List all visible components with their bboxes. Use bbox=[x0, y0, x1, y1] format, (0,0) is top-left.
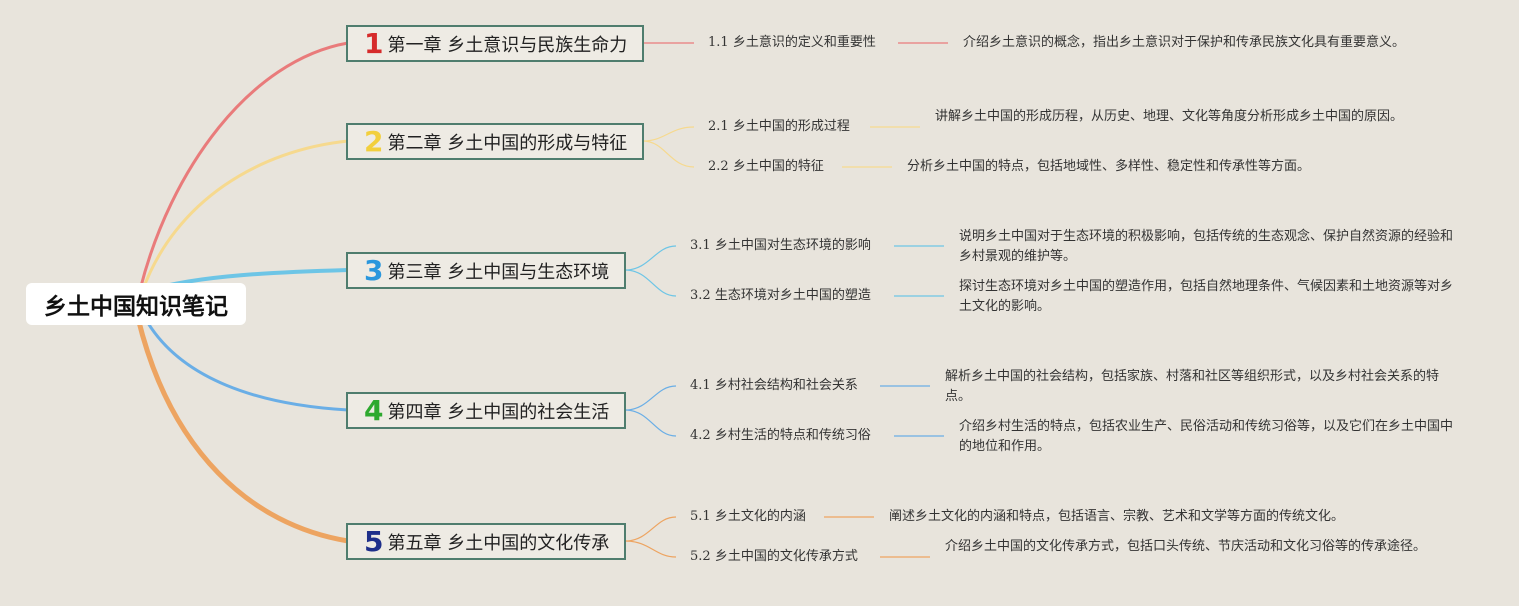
section-number: 5.1 bbox=[690, 509, 711, 524]
section-number: 3.2 bbox=[690, 288, 711, 303]
section-line-5-1 bbox=[624, 516, 677, 542]
section-number: 4.2 bbox=[690, 428, 711, 443]
chapter-title-3: 第三章 乡土中国与生态环境 bbox=[387, 261, 610, 283]
chapter-title-1: 第一章 乡土意识与民族生命力 bbox=[387, 34, 628, 56]
chapter-number-4: 4 bbox=[364, 393, 384, 427]
section-line-3-2 bbox=[624, 269, 677, 297]
section-title: 乡土文化的内涵 bbox=[714, 509, 806, 524]
section-node-3-2[interactable]: 3.2 生态环境对乡土中国的塑造 bbox=[690, 287, 871, 305]
chapter-number-5: 5 bbox=[364, 524, 384, 558]
root-title: 乡土中国知识笔记 bbox=[44, 294, 228, 320]
section-node-5-1[interactable]: 5.1 乡土文化的内涵 bbox=[690, 508, 806, 526]
section-desc-3-1: 说明乡土中国对于生态环境的积极影响，包括传统的生态观念、保护自然资源的经验和乡村… bbox=[959, 229, 1454, 264]
chapter-node-5[interactable]: 5 第五章 乡土中国的文化传承 bbox=[346, 523, 626, 560]
section-node-3-1[interactable]: 3.1 乡土中国对生态环境的影响 bbox=[690, 237, 871, 255]
section-number: 1.1 bbox=[708, 35, 729, 50]
branch-line-5 bbox=[135, 317, 349, 544]
section-line-3-1 bbox=[624, 245, 677, 271]
section-title: 乡土中国的文化传承方式 bbox=[714, 549, 858, 564]
branch-line-4 bbox=[143, 317, 349, 412]
section-number: 5.2 bbox=[690, 549, 711, 564]
section-line-2-1 bbox=[642, 126, 695, 142]
section-desc-1-1: 介绍乡土意识的概念，指出乡土意识对于保护和传承民族文化具有重要意义。 bbox=[963, 35, 1406, 50]
section-title: 乡土意识的定义和重要性 bbox=[732, 35, 876, 50]
chapter-number-3: 3 bbox=[364, 253, 384, 287]
section-desc-4-2: 介绍乡村生活的特点，包括农业生产、民俗活动和传统习俗等，以及它们在乡土中国中的地… bbox=[959, 419, 1454, 454]
chapter-title-2: 第二章 乡土中国的形成与特征 bbox=[387, 132, 628, 154]
section-title: 乡土中国的形成过程 bbox=[732, 119, 850, 134]
branch-line-1 bbox=[138, 41, 349, 291]
section-title: 乡土中国的特征 bbox=[732, 159, 824, 174]
section-number: 4.1 bbox=[690, 378, 711, 393]
section-desc-4-1: 解析乡土中国的社会结构，包括家族、村落和社区等组织形式，以及乡村社会关系的特点。 bbox=[945, 369, 1440, 404]
section-node-1-1[interactable]: 1.1 乡土意识的定义和重要性 bbox=[708, 34, 876, 52]
section-desc-5-1: 阐述乡土文化的内涵和特点，包括语言、宗教、艺术和文学等方面的传统文化。 bbox=[889, 509, 1345, 524]
branch-line-2 bbox=[140, 139, 349, 293]
chapter-node-3[interactable]: 3 第三章 乡土中国与生态环境 bbox=[346, 252, 626, 289]
section-desc-2-2: 分析乡土中国的特点，包括地域性、多样性、稳定性和传承性等方面。 bbox=[907, 159, 1311, 174]
chapter-node-2[interactable]: 2 第二章 乡土中国的形成与特征 bbox=[346, 123, 644, 160]
chapter-title-4: 第四章 乡土中国的社会生活 bbox=[387, 401, 610, 423]
section-node-2-1[interactable]: 2.1 乡土中国的形成过程 bbox=[708, 118, 850, 136]
section-title: 乡土中国对生态环境的影响 bbox=[714, 238, 871, 253]
section-node-4-1[interactable]: 4.1 乡村社会结构和社会关系 bbox=[690, 377, 858, 395]
root-node[interactable]: 乡土中国知识笔记 bbox=[26, 283, 246, 325]
section-number: 3.1 bbox=[690, 238, 711, 253]
section-line-4-2 bbox=[624, 409, 677, 437]
chapter-node-1[interactable]: 1 第一章 乡土意识与民族生命力 bbox=[346, 25, 644, 62]
section-node-5-2[interactable]: 5.2 乡土中国的文化传承方式 bbox=[690, 548, 858, 566]
section-title: 乡村社会结构和社会关系 bbox=[714, 378, 858, 393]
section-number: 2.2 bbox=[708, 159, 729, 174]
section-node-2-2[interactable]: 2.2 乡土中国的特征 bbox=[708, 158, 824, 176]
section-title: 生态环境对乡土中国的塑造 bbox=[714, 288, 871, 303]
section-number: 2.1 bbox=[708, 119, 729, 134]
section-desc-3-2: 探讨生态环境对乡土中国的塑造作用，包括自然地理条件、气候因素和土地资源等对乡土文… bbox=[959, 279, 1454, 314]
chapter-number-2: 2 bbox=[364, 124, 384, 158]
section-line-4-1 bbox=[624, 385, 677, 411]
chapter-node-4[interactable]: 4 第四章 乡土中国的社会生活 bbox=[346, 392, 626, 429]
chapter-number-1: 1 bbox=[364, 26, 384, 60]
chapter-title-5: 第五章 乡土中国的文化传承 bbox=[387, 532, 610, 554]
section-desc-5-2: 介绍乡土中国的文化传承方式，包括口头传统、节庆活动和文化习俗等的传承途径。 bbox=[945, 539, 1427, 554]
section-desc-2-1: 讲解乡土中国的形成历程，从历史、地理、文化等角度分析形成乡土中国的原因。 bbox=[935, 109, 1404, 124]
section-title: 乡村生活的特点和传统习俗 bbox=[714, 428, 871, 443]
section-node-4-2[interactable]: 4.2 乡村生活的特点和传统习俗 bbox=[690, 427, 871, 445]
section-line-2-2 bbox=[642, 140, 695, 168]
section-line-5-2 bbox=[624, 540, 677, 558]
